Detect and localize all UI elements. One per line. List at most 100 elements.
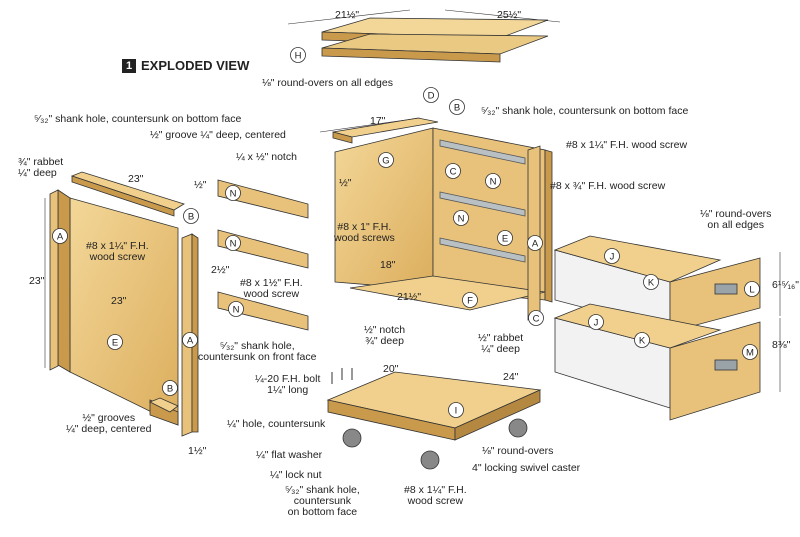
svg-text:J: J (594, 318, 599, 329)
side-screw-label: #8 x 1¼" F.H. wood screw (86, 240, 149, 263)
dimension-lines (44, 117, 781, 392)
part-H: H (290, 47, 306, 63)
screw-114-label: #8 x 1¼" F.H. wood screw (566, 139, 688, 151)
svg-text:N: N (230, 189, 237, 200)
drawer-upper (553, 235, 761, 333)
part-B-bottom: B (162, 380, 178, 396)
svg-text:E: E (502, 234, 508, 245)
rail-23-label: 23" (128, 173, 144, 185)
grooves-bottom-label: ½" grooves ¼" deep, centered (66, 412, 152, 435)
part-J-2: J (588, 314, 604, 330)
top-dim-line (287, 9, 411, 25)
title-text: EXPLODED VIEW (141, 58, 250, 73)
top-panels (321, 17, 549, 63)
svg-text:M: M (746, 348, 754, 359)
svg-text:B: B (454, 103, 460, 114)
base-24-label: 24" (503, 371, 519, 383)
svg-text:B: B (167, 384, 173, 395)
bottom-18-label: 18" (380, 259, 396, 271)
roundovers-base-label: ⅛" round-overs (482, 445, 554, 457)
part-I: I (448, 402, 464, 418)
part-J-1: J (604, 248, 620, 264)
back-width-label: 17" (370, 115, 386, 127)
notch-label: ¼ x ½" notch (236, 151, 297, 163)
part-C-top: C (445, 163, 461, 179)
side-height-label: 23" (29, 275, 45, 287)
svg-text:H: H (295, 51, 302, 62)
drawer-height-2-label: 8⅜" (772, 339, 791, 351)
half-in-label: ½" (194, 179, 207, 191)
cleats (217, 179, 309, 331)
groove-centered-label: ½" groove ¼" deep, centered (150, 129, 286, 141)
part-D: D (423, 87, 439, 103)
svg-text:F: F (467, 296, 473, 307)
part-L: L (744, 281, 760, 297)
svg-text:N: N (233, 305, 240, 316)
rabbet-34-label: ¾" rabbet ¼" deep (18, 156, 64, 179)
part-B-left: B (183, 208, 199, 224)
bottom-2112-label: 21½" (397, 291, 422, 303)
half-in-label-2: ½" (339, 177, 352, 189)
svg-text:B: B (188, 212, 194, 223)
drawer-slides (439, 139, 526, 263)
drawer-height-1-label: 6¹⁵⁄₁₆" (772, 279, 799, 291)
rabbet-14-label: ½" rabbet ¼" deep (478, 332, 524, 355)
top-roundovers-label: ⅛" round-overs on all edges (262, 77, 393, 89)
part-N-cleat-2: N (225, 235, 241, 251)
diagram-title: 1 EXPLODED VIEW (122, 58, 249, 73)
part-N-1: N (485, 173, 501, 189)
top-dim-line-2 (444, 9, 561, 23)
svg-text:L: L (749, 285, 754, 296)
side-width-label: 23" (111, 295, 127, 307)
svg-text:A: A (532, 239, 539, 250)
svg-text:I: I (455, 406, 458, 417)
svg-text:G: G (382, 156, 389, 167)
part-A-left: A (52, 228, 68, 244)
locknut-label: ¼" lock nut (270, 469, 322, 481)
part-G: G (378, 152, 394, 168)
notch-34-label: ½" notch ¾" deep (364, 324, 406, 347)
back-rail (332, 117, 439, 144)
svg-text:K: K (639, 336, 646, 347)
part-A-front: A (182, 332, 198, 348)
shank-hole-right-label: ⁵⁄₃₂" shank hole, countersunk on bottom … (481, 105, 689, 117)
part-N-2: N (453, 210, 469, 226)
top-rail-left (70, 171, 185, 217)
drawer-roundovers-label: ⅛" round-overs on all edges (700, 208, 772, 231)
bottom-rail-left (149, 397, 179, 413)
svg-text:E: E (112, 338, 118, 349)
svg-text:N: N (230, 239, 237, 250)
cleat-212-label: 2½" (211, 264, 230, 276)
svg-text:K: K (648, 278, 655, 289)
title-number: 1 (122, 58, 136, 73)
part-N-cleat-1: N (225, 185, 241, 201)
base-platform (326, 371, 542, 441)
part-F: F (462, 292, 478, 308)
part-A-right: A (527, 235, 543, 251)
part-C-bottom: C (528, 310, 544, 326)
washer-label: ¼" flat washer (256, 449, 323, 461)
part-B-top: B (449, 99, 465, 115)
bolt-label: ¼-20 F.H. bolt 1¼" long (255, 373, 321, 396)
top-width-label: 21½" (335, 9, 360, 21)
svg-text:C: C (450, 167, 457, 178)
svg-text:A: A (187, 336, 194, 347)
svg-text:A: A (57, 232, 64, 243)
svg-text:C: C (533, 314, 540, 325)
screw-34-label: #8 x ¾" F.H. wood screw (550, 180, 666, 192)
shank-bottom-label: ⁵⁄₃₂" shank hole, countersunk on bottom … (285, 484, 360, 518)
part-K-2: K (634, 332, 650, 348)
part-N-cleat-3: N (228, 301, 244, 317)
casters (342, 418, 528, 470)
screw-114-base-label: #8 x 1¼" F.H. wood screw (404, 484, 467, 507)
screw-1-fh-label: #8 x 1" F.H. wood screws (334, 221, 395, 244)
screw-112-label: #8 x 1½" F.H. wood screw (240, 277, 303, 300)
top-depth-label: 25½" (497, 9, 522, 21)
bolts (331, 368, 353, 384)
svg-text:N: N (458, 214, 465, 225)
part-K-1: K (643, 274, 659, 290)
shank-hole-left-label: ⁵⁄₃₂" shank hole, countersunk on bottom … (34, 113, 242, 125)
